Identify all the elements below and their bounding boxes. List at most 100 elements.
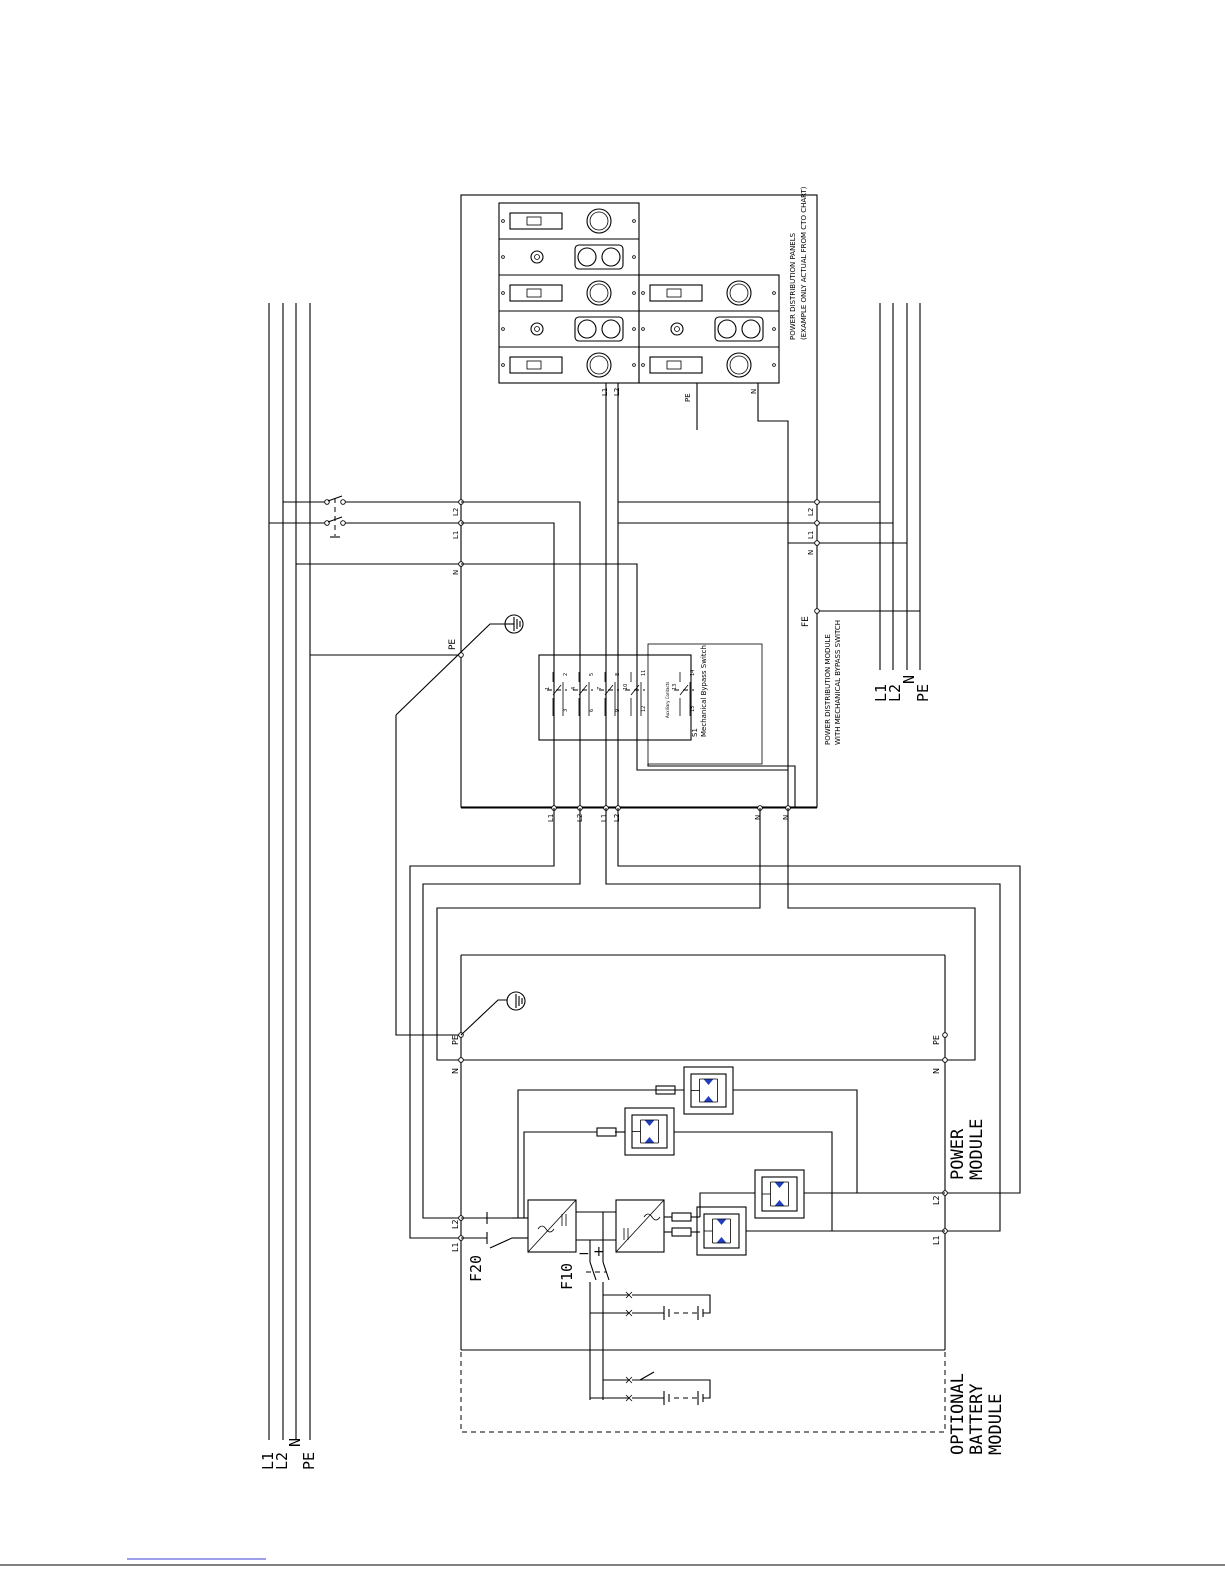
breaker-handle-icon [526,360,542,370]
battery-fuse-icon [625,1394,633,1402]
twist-lock-receptacle-icon [586,208,612,234]
breaker-receptacle-strip [641,352,776,378]
panels-pin-l1: L1 [601,388,609,396]
pm-term-n-right: N [932,1068,941,1074]
panels-pin-n: N [750,389,758,394]
left-bus-label-l2: L2 [273,1452,291,1470]
battery-fuse-icon [625,1291,633,1299]
panel-screw [632,219,636,223]
battery-lead [632,1294,711,1314]
battery-string [590,1291,711,1320]
scr-diode-icon [774,1200,785,1206]
pm-term-pe-right: PE [932,1035,941,1045]
pdm-term-bot-l1a: L1 [547,814,555,822]
pdm-term-right-fe: FE [801,616,811,627]
switch-contact-number: 4 [571,687,577,690]
pm-breaker-f20: F20 [467,1255,485,1282]
panel-screw [501,255,505,259]
pdm-term-top-l2: L2 [452,508,460,516]
pm-term-l1-right: L1 [932,1235,941,1245]
scr-housing [754,1169,805,1219]
switch-contact-number: 8 [615,673,621,676]
pilot-light-icon [530,250,544,264]
right-bus-label-n: N [900,675,918,684]
panels-title-line2: (EXAMPLE ONLY ACTUAL FROM CTO CHART) [800,186,808,340]
switch-contact-number: 10 [623,684,629,690]
pdm-title-line1: POWER DISTRIBUTION MODULE [824,634,832,745]
switch-contact-number: 2 [563,673,569,676]
scr-switch [624,1107,675,1156]
panel-feed-wires [605,383,789,808]
switch-contact-number: 14 [690,670,696,676]
input-wiring [269,495,920,808]
power-distribution-module: POWER DISTRIBUTION MODULE WITH MECHANICA… [448,194,842,822]
twist-lock-inner-icon [589,211,609,231]
battery-title-line1: OPTIONAL [948,1373,968,1455]
duplex-receptacle-strip [501,244,636,270]
pm-dc-minus: − [578,1246,590,1262]
scr-switch [683,1066,734,1115]
ground-icon-pm [506,991,526,1011]
pdm-term-top-pe: PE [448,639,458,650]
twist-lock-inner-icon [729,283,749,303]
bypass-switch-aux: Auxiliary Contacts [665,682,670,718]
pm-term-l1: L1 [451,1242,460,1252]
pm-term-l2-right: L2 [932,1195,941,1205]
pdm-output-wiring [395,715,1021,1239]
panel-screw [501,291,505,295]
right-bus-label-pe: PE [914,684,932,702]
twist-lock-inner-icon [729,355,749,375]
scr-switch [754,1169,805,1219]
twist-lock-inner-icon [589,283,609,303]
pdm-term-bot-n2: N [782,815,790,820]
panel-screw [632,327,636,331]
panel-screw [501,363,505,367]
breaker-receptacle-strip [501,280,636,306]
panel-screw [632,363,636,367]
pm-term-n-top: N [451,1068,460,1074]
scr-switch [696,1206,747,1256]
scr-diode-icon [703,1096,714,1102]
left-bus-labels: L1 L2 N PE [259,1438,318,1470]
switch-contact-number: 3 [563,709,569,712]
power-module: PE N L2 L1 PE N L2 L1 POWER MODULE F20 [451,954,987,1405]
twist-lock-receptacle-icon [586,280,612,306]
battery-fuse-icon [625,1376,633,1384]
pdm-term-right-l2: L2 [807,508,815,516]
battery-title-line2: BATTERY [967,1383,987,1455]
switch-contact-number: 5 [589,673,595,676]
panel-screw [501,219,505,223]
switch-contact-number: 11 [641,670,647,676]
duplex-outlet-frame-icon [574,244,624,270]
panel-screw [641,291,645,295]
panels-pin-pe: PE [684,393,692,402]
pm-term-l2: L2 [451,1219,460,1229]
right-main-bus [879,303,921,670]
pm-term-pe-top: PE [451,1035,460,1045]
outlet-icon [577,247,597,267]
pdm-term-right-n: N [807,550,815,555]
breaker-icon [649,356,703,374]
ground-icon-pdm [395,614,524,716]
breaker-receptacle-strip [501,208,636,234]
panel-screw [641,327,645,331]
panel-screw [501,327,505,331]
twist-lock-inner-icon [589,355,609,375]
pdm-term-top-l1: L1 [452,531,460,539]
switch-contact-number: 9 [615,709,621,712]
pdm-term-bot-n1: N [754,815,762,820]
switch-contact-number: 15 [690,706,696,712]
left-bus-label-pe: PE [300,1452,318,1470]
panel-screw [772,291,776,295]
breaker-receptacle-strip [501,352,636,378]
pilot-light-icon [530,322,544,336]
switch-contact-number: 6 [589,709,595,712]
breaker-icon [649,284,703,302]
left-bus-label-l1: L1 [259,1452,277,1470]
breaker-handle-icon [666,360,682,370]
duplex-receptacle-strip [501,316,636,342]
breaker-icon [509,356,563,374]
panel-screw [632,291,636,295]
breaker-handle-icon [526,288,542,298]
